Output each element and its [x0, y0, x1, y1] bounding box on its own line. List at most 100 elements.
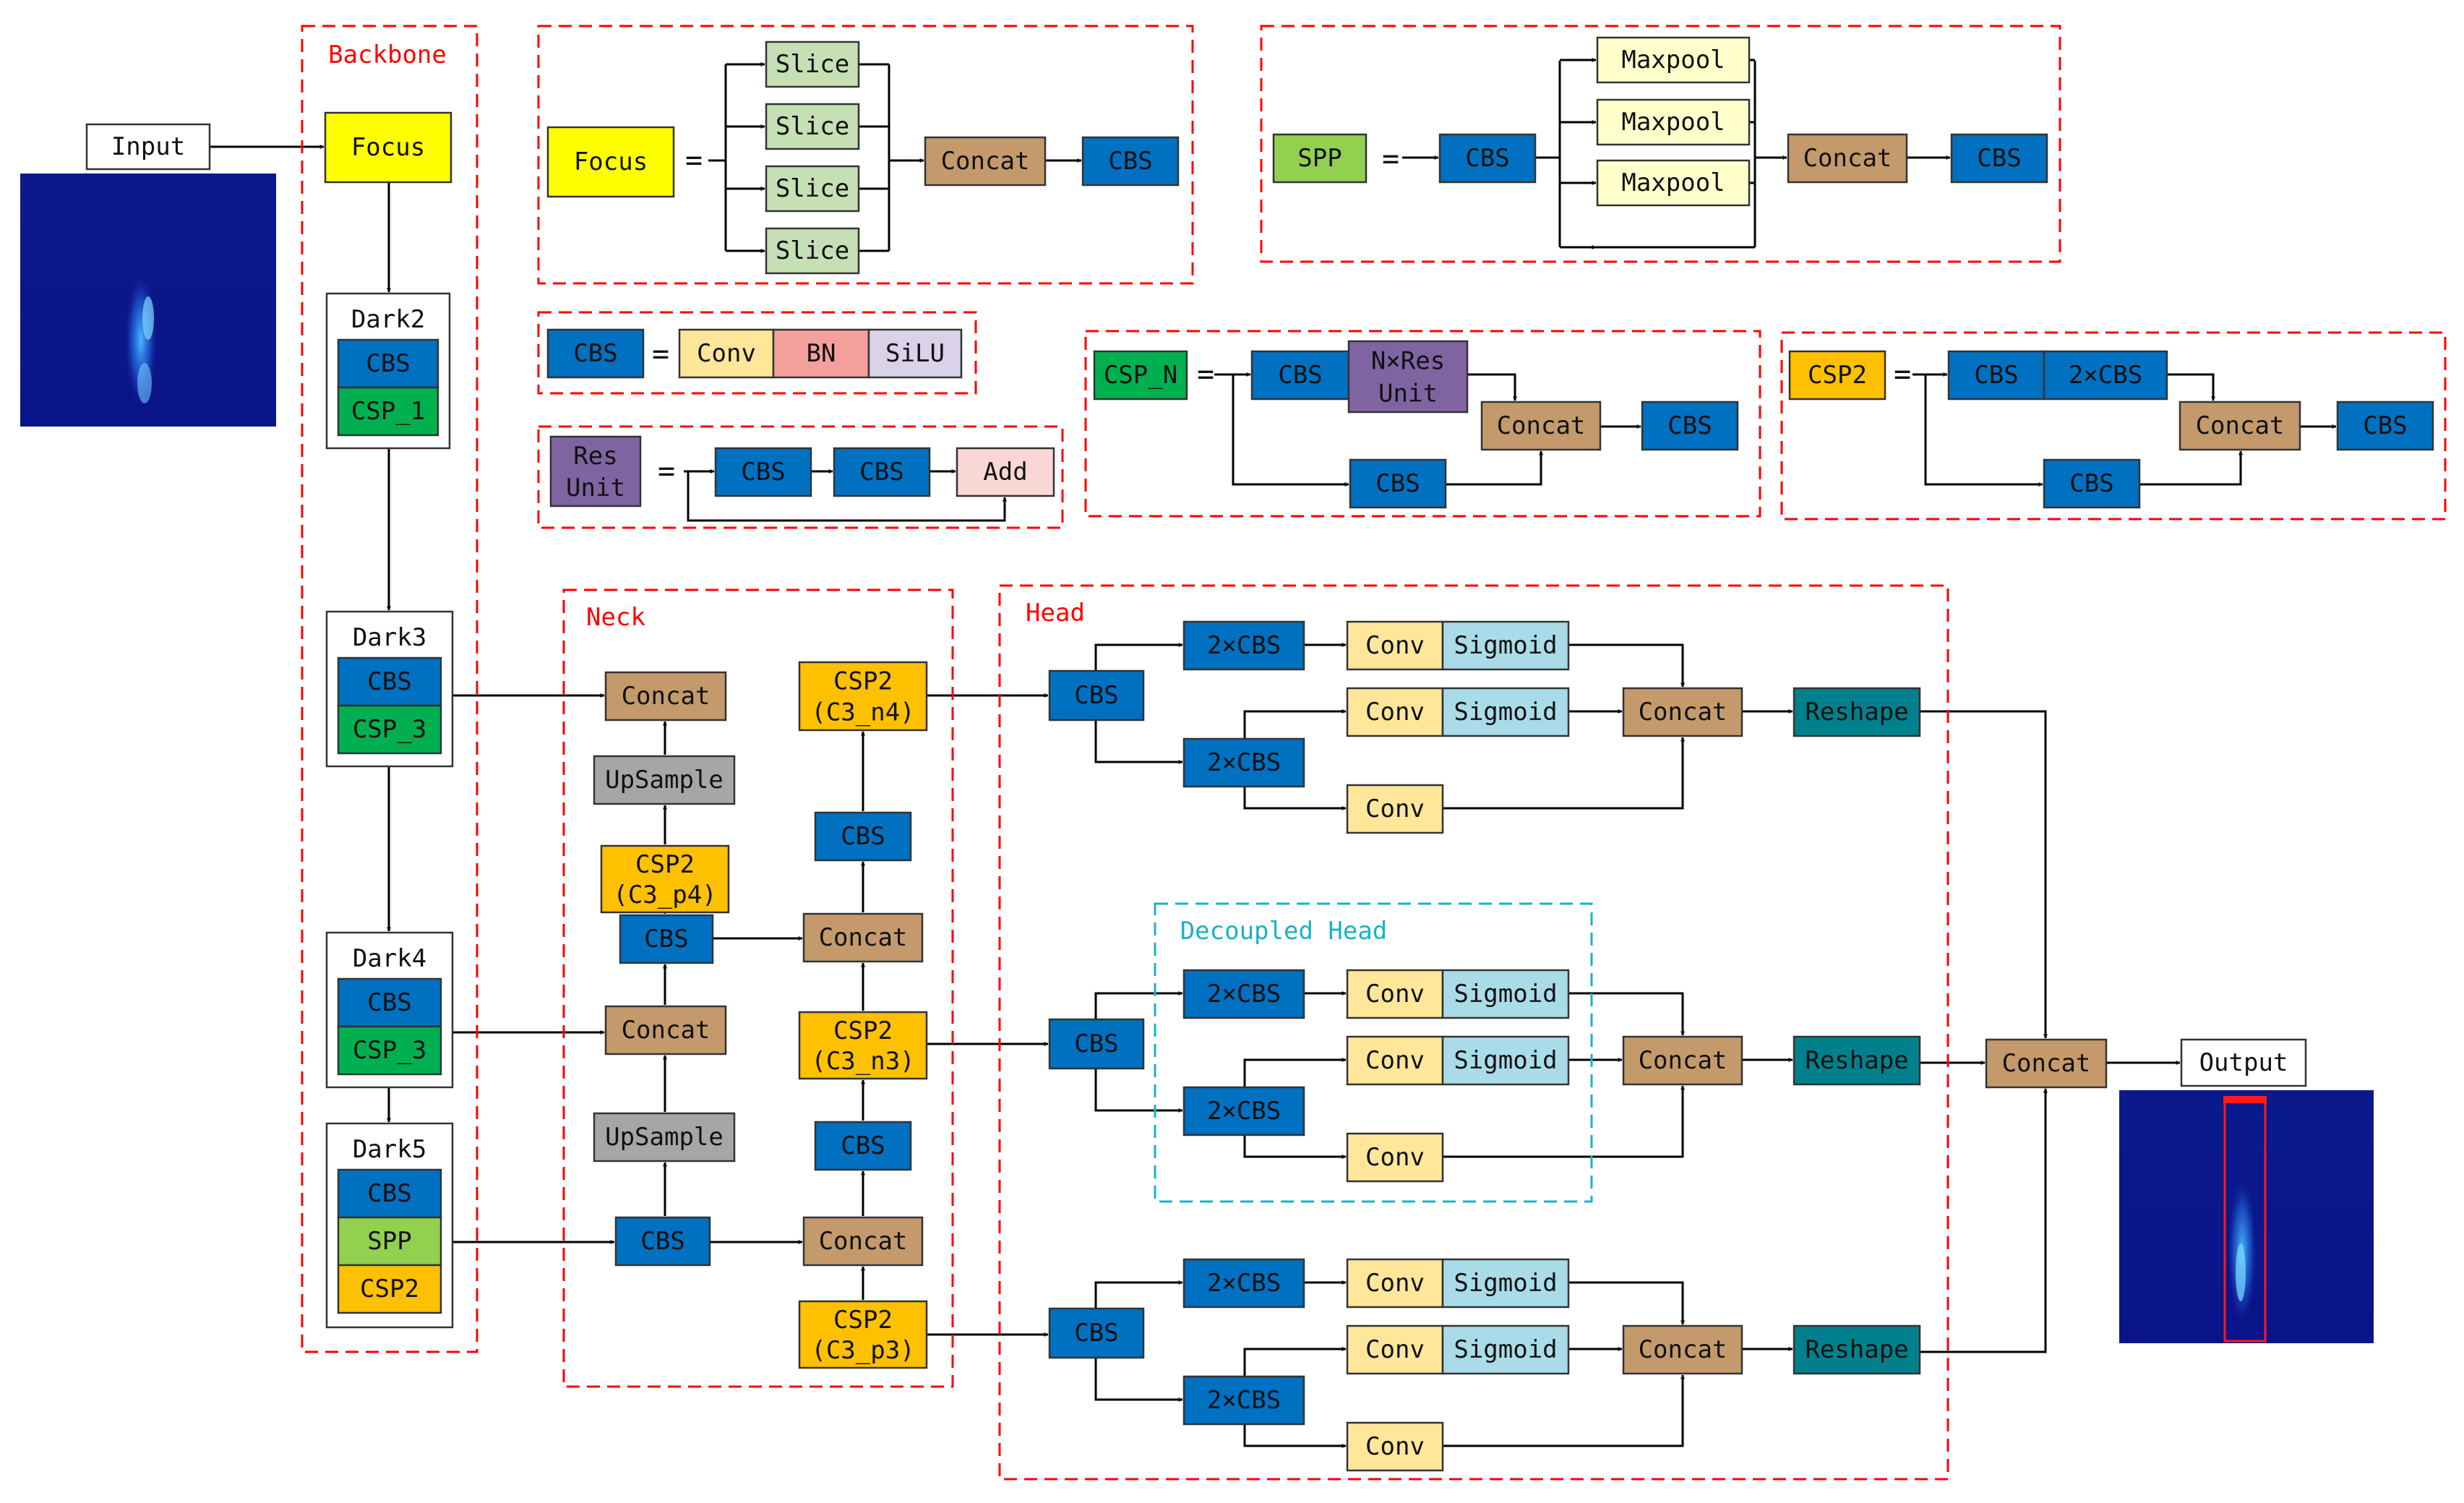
head-b1-reshape-label: Reshape	[1805, 1046, 1908, 1075]
neck-concat-top-label: Concat	[622, 682, 711, 711]
head-b1-cbs-label: CBS	[1074, 1029, 1118, 1058]
neck-cbs-r2	[814, 1121, 912, 1171]
head-b0-reshape	[1793, 687, 1921, 737]
backbone-dark5-item-1-label: SPP	[367, 1227, 411, 1256]
backbone-dark3-title: Dark3	[353, 623, 426, 652]
legend-spp-cbs-in	[1438, 133, 1537, 184]
legend-maxpool-1-label: Maxpool	[1621, 108, 1725, 137]
neck-concat-mid-label: Concat	[622, 1016, 711, 1045]
legend-cbs-bn-label: BN	[807, 339, 836, 368]
neck-csp2-p4-label-line2: (C3_p4)	[613, 881, 716, 909]
neck-csp2-n3-label-line2: (C3_n3)	[811, 1047, 914, 1076]
backbone-dark3-item-0-label: CBS	[367, 667, 411, 696]
backbone-dark3-item-1	[337, 704, 442, 755]
legend-cbs-bn	[772, 328, 870, 379]
legend-cspn-cbs-top-label: CBS	[1278, 361, 1322, 390]
legend-cspn-cbs-bottom	[1349, 458, 1447, 509]
head-b1-sigmoid2	[1441, 1035, 1570, 1086]
head-b1-cbs2x-b-label: 2×CBS	[1207, 1097, 1281, 1126]
output-spectrogram-image	[2119, 1090, 2374, 1343]
backbone-focus-label: Focus	[351, 133, 425, 162]
legend-cspn-cbs-out-label: CBS	[1667, 411, 1712, 440]
neck-csp2-n3	[798, 1011, 928, 1080]
head-b2-cbs-label: CBS	[1074, 1319, 1118, 1348]
head-b1-conv1	[1346, 969, 1444, 1019]
head-b0-concat	[1622, 687, 1743, 737]
neck-csp2-p3-label-line1: CSP2	[833, 1306, 893, 1335]
csp2-legend-region	[1780, 331, 2447, 521]
head-b2-cbs-to-2xcbs-a	[1094, 1280, 1183, 1309]
head-b1-conv3-to-concat	[1443, 1085, 1685, 1158]
legend-slice-2	[765, 165, 860, 213]
legend-cbs-silu	[867, 328, 963, 379]
backbone-dark2-item-1-label: CSP_1	[351, 397, 425, 426]
head-b0-cbs-to-2xcbs-a	[1094, 643, 1183, 671]
backbone-dark5-title: Dark5	[353, 1135, 426, 1164]
legend-csp2-equals: =	[1894, 358, 1911, 391]
legend-focus-cbs	[1081, 136, 1180, 187]
legend-cspn-box-label: CSP_N	[1104, 361, 1177, 390]
neck-region	[562, 588, 954, 1388]
legend-spp-equals: =	[1382, 142, 1399, 176]
output-box-label: Output	[2199, 1048, 2288, 1077]
decoupled-head-title: Decoupled Head	[1180, 917, 1388, 946]
head-b2-cbs2x-a-label: 2×CBS	[1207, 1269, 1281, 1298]
head-b2-conv2-label: Conv	[1365, 1335, 1425, 1364]
head-b0-cbs2x-b	[1182, 737, 1305, 788]
legend-focus-box-label: Focus	[574, 147, 648, 176]
head-b1-sigmoid2-label: Sigmoid	[1454, 1046, 1557, 1075]
head-b2-cbs2x-b	[1182, 1375, 1305, 1426]
legend-csp2-cbs-bottom	[2043, 458, 2141, 509]
head-b1-cbs-to-2xcbs-a	[1094, 991, 1183, 1019]
legend-slice-3	[765, 227, 860, 275]
head-final-concat-label: Concat	[2002, 1049, 2091, 1078]
head-b2-2xb-to-conv3	[1243, 1424, 1347, 1448]
focus-legend-region	[537, 25, 1194, 285]
legend-resunit-add	[956, 447, 1055, 497]
head-b0-sigmoid2-label: Sigmoid	[1454, 698, 1557, 727]
head-b0-cbs2x-a	[1182, 620, 1305, 671]
head-b0-conv2-label: Conv	[1365, 698, 1425, 727]
backbone-dark4-item-0-label: CBS	[367, 988, 411, 1017]
legend-cbs-silu-label: SiLU	[885, 339, 945, 368]
reshape2-to-final-concat	[1920, 1088, 2048, 1353]
head-region	[998, 584, 1949, 1481]
head-b2-cbs-to-2xcbs-b	[1094, 1358, 1183, 1402]
legend-csp2-cbs2x-label: 2×CBS	[2069, 361, 2142, 390]
legend-maxpool-2-label: Maxpool	[1621, 168, 1725, 197]
cspn-bypass	[1232, 374, 1349, 487]
spp-legend-region	[1260, 25, 2061, 263]
input-box-label: Input	[111, 132, 185, 161]
cspn-bottom-to-concat	[1446, 450, 1543, 486]
legend-csp2-concat	[2178, 401, 2301, 451]
resunit-legend-region	[537, 425, 1064, 529]
head-b0-sigmoid1	[1441, 620, 1570, 671]
input-spectrogram-image	[20, 174, 276, 427]
head-b0-conv2	[1346, 687, 1444, 737]
legend-csp2-cbs-out-label: CBS	[2363, 411, 2407, 440]
backbone-region	[301, 25, 478, 1353]
backbone-dark3-item-0	[337, 656, 442, 707]
legend-resunit-cbs2-label: CBS	[859, 458, 903, 487]
backbone-dark4-item-0	[337, 977, 442, 1028]
legend-csp2-box	[1788, 350, 1886, 401]
output-box	[2180, 1038, 2307, 1087]
backbone-title: Backbone	[328, 40, 447, 69]
head-b1-conv1-label: Conv	[1365, 980, 1425, 1009]
head-b0-conv3-label: Conv	[1365, 795, 1425, 823]
legend-csp2-cbs2x	[2043, 350, 2168, 401]
region-frames	[301, 25, 2447, 1481]
head-b2-conv1-label: Conv	[1365, 1269, 1425, 1298]
detection-box-header	[2223, 1096, 2267, 1103]
neck-csp2-n3-label-line1: CSP2	[833, 1016, 893, 1045]
head-b2-2xb-to-conv2	[1243, 1347, 1347, 1376]
head-b1-concat	[1622, 1035, 1743, 1086]
decoupled-head-region	[1154, 902, 1593, 1203]
legend-cbs-box	[546, 328, 645, 379]
head-b0-sigmoid1-label: Sigmoid	[1454, 631, 1557, 660]
neck-concat-top	[604, 671, 727, 721]
neck-concat-r2-label: Concat	[819, 1227, 908, 1256]
head-b1-cbs-to-2xcbs-b	[1094, 1069, 1183, 1113]
head-b2-conv3-to-concat	[1443, 1374, 1685, 1447]
